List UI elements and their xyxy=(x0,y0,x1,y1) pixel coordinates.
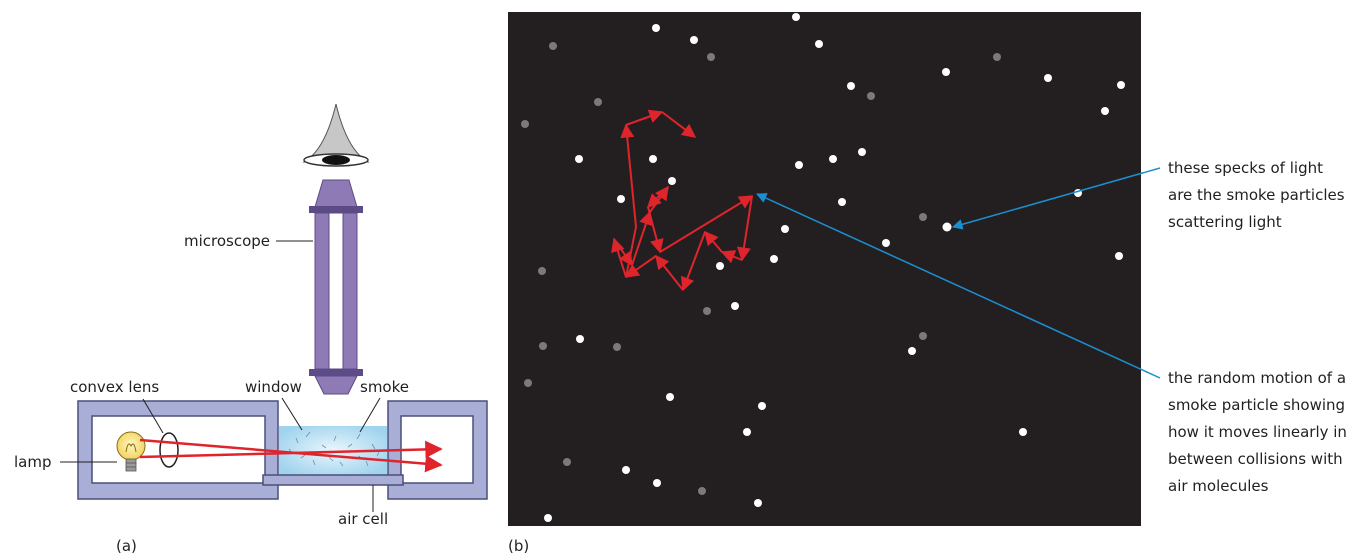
motion-line: how it moves linearly in xyxy=(1168,423,1347,441)
motion-line: smoke particle showing xyxy=(1168,396,1345,414)
smoke-label: smoke xyxy=(360,378,409,396)
random-walk-link xyxy=(625,226,637,278)
window-label: window xyxy=(245,378,302,396)
caption-a: (a) xyxy=(116,537,137,555)
microscope xyxy=(309,179,363,395)
motion-line: between collisions with xyxy=(1168,450,1343,468)
motion-pointer xyxy=(756,193,1161,379)
window-leader xyxy=(281,397,303,431)
specks-line: scattering light xyxy=(1168,213,1282,231)
microscope-view xyxy=(508,12,1141,526)
random-walk-path xyxy=(611,109,754,292)
specks-pointer xyxy=(951,167,1161,230)
motion-annotation: the random motion of a smoke particle sh… xyxy=(1168,369,1352,495)
convex-lens-leader xyxy=(142,398,164,434)
specks-annotation: these specks of light are the smoke part… xyxy=(1168,159,1349,231)
panel-a: microscope xyxy=(14,103,488,555)
lamp-label: lamp xyxy=(14,453,52,471)
panel-b: these specks of light are the smoke part… xyxy=(508,12,1352,555)
motion-line: air molecules xyxy=(1168,477,1269,495)
convex-lens xyxy=(159,432,179,468)
air-cell-label: air cell xyxy=(338,510,388,528)
eye-icon xyxy=(302,103,370,167)
smoke-leader xyxy=(359,397,381,433)
specks-line: these specks of light xyxy=(1168,159,1323,177)
convex-lens-label: convex lens xyxy=(70,378,159,396)
dim-particles xyxy=(521,42,1001,495)
microscope-label: microscope xyxy=(184,232,270,250)
caption-b: (b) xyxy=(508,537,529,555)
light-beams xyxy=(139,438,443,473)
highlighted-particle xyxy=(942,222,952,232)
lamp-icon xyxy=(116,431,146,472)
smoke-particles xyxy=(544,13,1125,522)
motion-line: the random motion of a xyxy=(1168,369,1346,387)
specks-line: are the smoke particles xyxy=(1168,186,1345,204)
